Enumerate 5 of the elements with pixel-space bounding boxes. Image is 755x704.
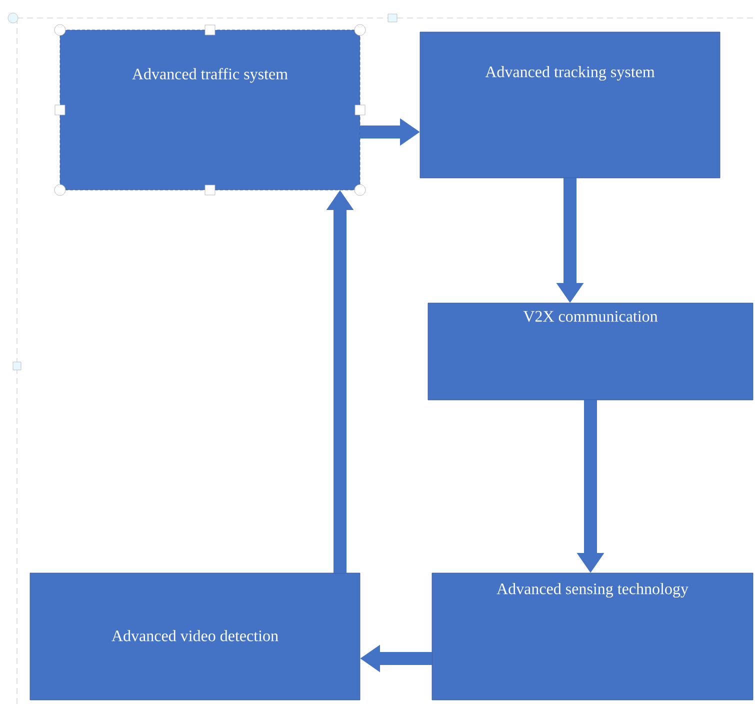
process-box: V2X communication: [428, 302, 754, 400]
process-box: Advanced traffic system: [60, 30, 360, 190]
process-box: Advanced video detection: [30, 572, 360, 700]
process-box: Advanced sensing technology: [432, 572, 754, 700]
process-box: Advanced tracking system: [420, 32, 720, 178]
